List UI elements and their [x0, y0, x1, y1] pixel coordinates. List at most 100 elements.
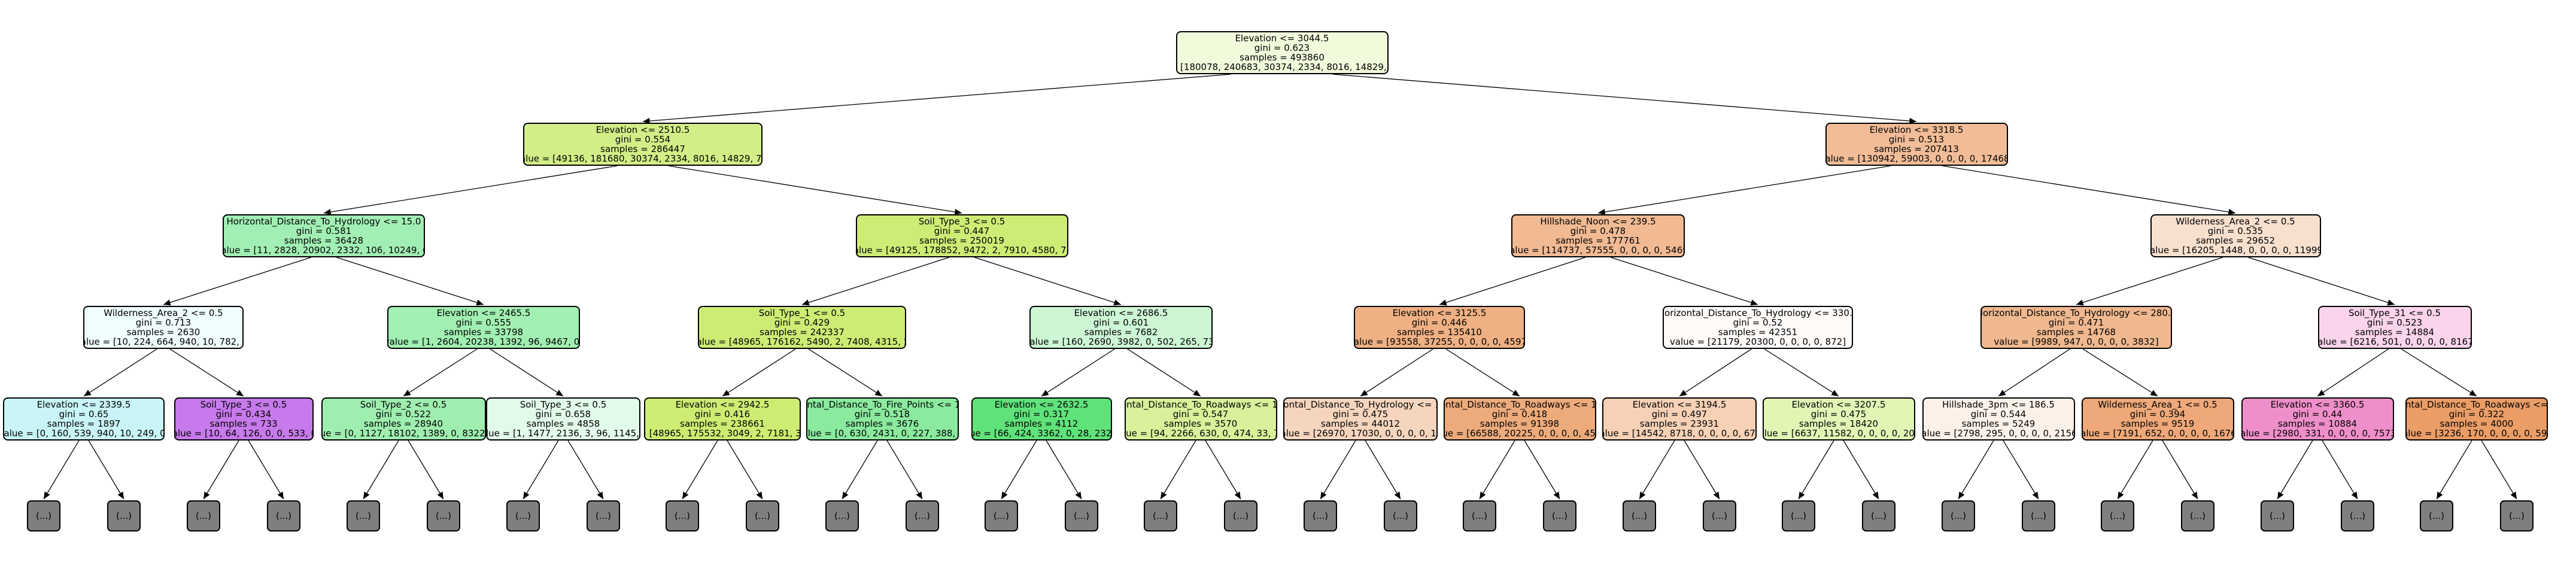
- node-line: gini = 0.434: [215, 409, 272, 420]
- node-line: value = [7191, 652, 0, 0, 0, 0, 1676]: [2081, 428, 2234, 439]
- node-line: samples = 14768: [2036, 327, 2116, 338]
- node-line: Wilderness_Area_2 <= 0.5: [2176, 216, 2295, 227]
- tree-edge: [1597, 165, 1891, 215]
- tree-edge: [727, 440, 763, 500]
- node-line: Hillshade_Noon <= 239.5: [1540, 216, 1656, 227]
- tree-edge: [567, 440, 604, 500]
- tree-edge: [1360, 348, 1433, 397]
- node-line: value = [10, 64, 126, 0, 0, 533, 0]: [174, 428, 314, 439]
- node-line: samples = 135410: [1397, 327, 1482, 338]
- node-line: gini = 0.429: [774, 317, 830, 328]
- node-line: samples = 14884: [2355, 327, 2435, 338]
- node-line: value = [49125, 178852, 9472, 2, 7910, 4…: [855, 245, 1068, 256]
- truncated-leaf: (...): [506, 500, 540, 531]
- node-line: gini = 0.471: [2048, 317, 2104, 328]
- truncated-leaf: (...): [2022, 500, 2055, 531]
- node-line: gini = 0.623: [1254, 42, 1310, 53]
- tree-edge: [974, 257, 1122, 306]
- node-line: Horizontal_Distance_To_Fire_Points <= 13…: [807, 399, 958, 410]
- node-line: value = [180078, 240683, 30374, 2334, 80…: [1177, 62, 1387, 72]
- node-line: gini = 0.658: [535, 409, 591, 420]
- node-line: Horizontal_Distance_To_Hydrology <= 330.…: [1663, 308, 1853, 318]
- node-line: samples = 207413: [1874, 144, 1959, 154]
- tree-edge: [668, 165, 962, 215]
- node-line: Horizontal_Distance_To_Hydrology <= 187.…: [1283, 399, 1436, 410]
- node-line: Soil_Type_2 <= 0.5: [360, 399, 447, 410]
- tree-node-n22: Horizontal_Distance_To_Roadways <= 1111.…: [1124, 397, 1277, 441]
- node-line: samples = 286447: [600, 144, 685, 154]
- tree-edge: [1942, 165, 2236, 215]
- node-line: gini = 0.44: [2292, 409, 2343, 420]
- tree-edge: [682, 440, 718, 500]
- tree-edge: [163, 257, 311, 306]
- tree-edge: [1684, 440, 1720, 500]
- tree-edge: [323, 165, 618, 215]
- node-line: Soil_Type_31 <= 0.5: [2348, 308, 2441, 318]
- truncated-leaf: (...): [1065, 500, 1098, 531]
- tree-edge: [1611, 257, 1758, 306]
- tree-edge: [1958, 440, 1994, 500]
- tree-edge: [1320, 440, 1356, 500]
- node-line: samples = 4000: [2440, 418, 2514, 429]
- tree-node-n3: Horizontal_Distance_To_Hydrology <= 15.0…: [223, 214, 425, 257]
- node-line: value = [2980, 331, 0, 0, 0, 0, 7573]: [2241, 428, 2394, 439]
- node-line: Horizontal_Distance_To_Roadways <= 939.5: [2405, 399, 2548, 410]
- node-line: samples = 10884: [2277, 418, 2358, 429]
- node-line: Elevation <= 2942.5: [675, 399, 770, 410]
- truncated-leaf: (...): [2101, 500, 2134, 531]
- truncated-leaf: (...): [746, 500, 779, 531]
- node-line: value = [1, 1477, 2136, 3, 96, 1145, 0]: [486, 428, 639, 439]
- node-line: gini = 0.317: [1013, 409, 1070, 420]
- node-line: samples = 4858: [526, 418, 600, 429]
- node-line: Horizontal_Distance_To_Roadways <= 1111.…: [1126, 399, 1276, 410]
- tree-edge: [403, 348, 478, 397]
- truncated-leaf: (...): [1703, 500, 1736, 531]
- node-line: samples = 2630: [126, 327, 201, 338]
- tree-edge: [1679, 348, 1752, 397]
- tree-edge: [2481, 440, 2517, 500]
- node-line: gini = 0.65: [59, 409, 109, 420]
- node-line: gini = 0.497: [1651, 409, 1708, 420]
- node-line: value = [114737, 57555, 0, 0, 0, 0, 5469…: [1511, 245, 1685, 256]
- node-line: samples = 18420: [1799, 418, 1879, 429]
- tree-edge: [808, 348, 883, 397]
- tree-edge: [1445, 348, 1520, 397]
- node-line: value = [0, 160, 539, 940, 10, 249, 0]: [3, 428, 165, 439]
- node-line: value = [1, 2604, 20238, 1392, 96, 9467,…: [387, 336, 580, 347]
- node-line: Elevation <= 2686.5: [1074, 308, 1168, 318]
- node-line: value = [26970, 17030, 0, 0, 0, 0, 12]: [1283, 428, 1438, 439]
- node-line: value = [3236, 170, 0, 0, 0, 0, 594]: [2407, 428, 2547, 439]
- node-line: gini = 0.478: [1570, 226, 1626, 236]
- truncated-leaf: (...): [1304, 500, 1337, 531]
- tree-edge: [1439, 257, 1586, 306]
- tree-edge: [1205, 440, 1241, 500]
- tree-node-n13: Horizontal_Distance_To_Hydrology <= 280.…: [1980, 306, 2172, 349]
- truncated-leaf: (...): [1144, 500, 1177, 531]
- truncated-leaf: (...): [666, 500, 699, 531]
- tree-node-n24: Horizontal_Distance_To_Roadways <= 1091.…: [1443, 397, 1596, 441]
- node-line: gini = 0.52: [1733, 317, 1783, 328]
- tree-edge: [248, 440, 284, 500]
- node-line: gini = 0.418: [1491, 409, 1548, 420]
- truncated-leaf: (...): [2341, 500, 2374, 531]
- tree-edge: [722, 348, 796, 397]
- node-line: value = [66, 424, 3362, 0, 28, 232, 0]: [973, 428, 1112, 439]
- tree-edge: [842, 440, 878, 500]
- node-line: value = [49136, 181680, 30374, 2334, 801…: [523, 153, 763, 164]
- node-line: Soil_Type_3 <= 0.5: [200, 399, 287, 410]
- tree-edge: [2162, 440, 2198, 500]
- tree-edge: [1524, 440, 1560, 500]
